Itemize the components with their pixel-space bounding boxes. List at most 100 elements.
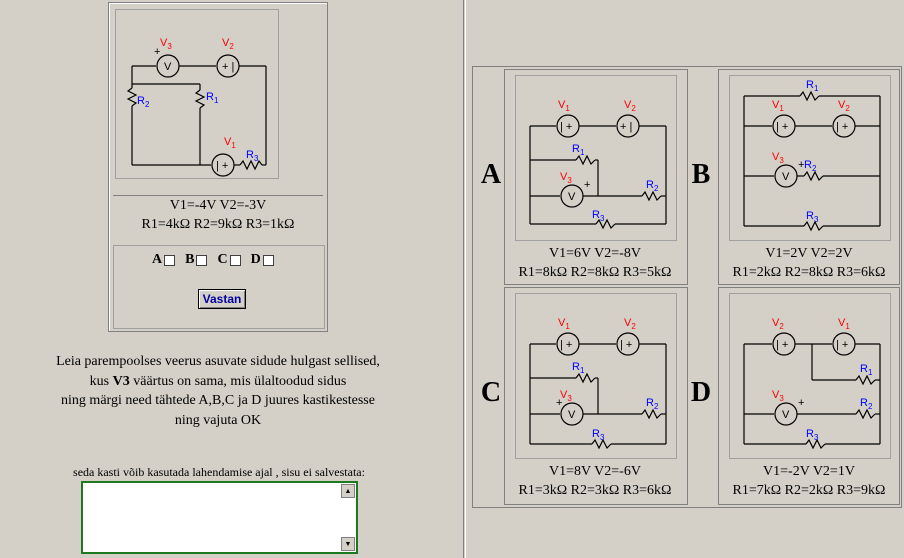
option-a-letter: A — [480, 159, 502, 190]
svg-text:| +: | + — [836, 339, 848, 351]
svg-text:V1: V1 — [838, 317, 850, 331]
svg-text:V: V — [568, 409, 576, 421]
svg-text:R2: R2 — [137, 95, 150, 109]
svg-text:+: + — [556, 397, 562, 409]
svg-text:| +: | + — [776, 339, 788, 351]
svg-text:V: V — [782, 409, 790, 421]
question-values: V1=-4V V2=-3V R1=4kΩ R2=9kΩ R3=1kΩ — [113, 195, 323, 242]
svg-text:V: V — [568, 191, 576, 203]
option-b-line1: V1=2V V2=2V — [765, 246, 853, 261]
option-d-line2: R1=7kΩ R2=2kΩ R3=9kΩ — [732, 483, 886, 498]
question-values-line2: R1=4kΩ R2=9kΩ R3=1kΩ — [141, 217, 295, 232]
svg-text:+: + — [798, 159, 804, 171]
svg-text:R3: R3 — [806, 428, 819, 442]
svg-text:V3: V3 — [560, 171, 572, 185]
choice-d[interactable]: D — [251, 252, 274, 268]
svg-text:V2: V2 — [838, 99, 850, 113]
svg-text:R1: R1 — [206, 91, 219, 105]
svg-text:V3: V3 — [560, 389, 572, 403]
choice-b[interactable]: B — [185, 252, 208, 268]
svg-text:| +: | + — [560, 121, 572, 133]
instructions-line3: ning märgi need tähtede A,B,C ja D juure… — [61, 393, 375, 408]
question-circuit-image: V + | | + + V3 V2 V1 R2 R1 R3 — [115, 9, 279, 179]
svg-text:V1: V1 — [772, 99, 784, 113]
svg-text:R2: R2 — [646, 179, 659, 193]
option-d-line1: V1=-2V V2=1V — [763, 464, 855, 479]
svg-text:R1: R1 — [860, 363, 873, 377]
svg-text:V2: V2 — [624, 99, 636, 113]
choice-c[interactable]: C — [217, 252, 241, 268]
svg-text:R3: R3 — [806, 210, 819, 224]
submit-button[interactable]: Vastan — [198, 289, 246, 309]
option-a-values: V1=6V V2=-8V R1=8kΩ R2=8kΩ R3=5kΩ — [505, 244, 685, 282]
choice-c-checkbox[interactable] — [229, 254, 241, 266]
option-b-values: V1=2V V2=2V R1=2kΩ R2=8kΩ R3=6kΩ — [719, 244, 899, 282]
option-c-line2: R1=3kΩ R2=3kΩ R3=6kΩ — [518, 483, 672, 498]
option-b-letter: B — [691, 159, 711, 190]
svg-text:+ |: + | — [620, 121, 632, 133]
scroll-down-button[interactable]: ▼ — [341, 537, 355, 551]
notes-hint: seda kasti võib kasutada lahendamise aja… — [73, 465, 365, 479]
frame-divider-highlight — [465, 0, 466, 558]
choice-a-checkbox[interactable] — [164, 254, 176, 266]
choice-a-label: A — [152, 252, 163, 267]
svg-text:V: V — [164, 61, 172, 73]
option-a-line1: V1=6V V2=-8V — [549, 246, 641, 261]
svg-text:V2: V2 — [772, 317, 784, 331]
option-c-values: V1=8V V2=-6V R1=3kΩ R2=3kΩ R3=6kΩ — [505, 462, 685, 500]
option-a-line2: R1=8kΩ R2=8kΩ R3=5kΩ — [518, 265, 672, 280]
option-c-letter: C — [480, 377, 502, 408]
svg-text:| +: | + — [836, 121, 848, 133]
notes-textarea[interactable]: ▲ ▼ — [81, 481, 358, 554]
svg-text:+: + — [154, 46, 160, 58]
svg-text:V: V — [782, 171, 790, 183]
svg-text:V2: V2 — [624, 317, 636, 331]
svg-text:R1: R1 — [572, 143, 585, 157]
answer-choices: A B C D — [152, 252, 274, 268]
instructions-line4: ning vajuta OK — [174, 412, 262, 428]
choice-b-label: B — [185, 252, 195, 267]
choice-a[interactable]: A — [152, 252, 176, 268]
svg-text:R1: R1 — [572, 361, 585, 375]
svg-text:+: + — [798, 397, 804, 409]
choice-d-checkbox[interactable] — [262, 254, 274, 266]
svg-text:V3: V3 — [160, 37, 172, 51]
svg-text:R2: R2 — [646, 397, 659, 411]
svg-text:V1: V1 — [224, 136, 236, 150]
svg-text:| +: | + — [560, 339, 572, 351]
svg-text:R3: R3 — [246, 149, 259, 163]
svg-text:| +: | + — [776, 121, 788, 133]
question-panel: V + | | + + V3 V2 V1 R2 R1 R3 V1=-4V V2=… — [108, 2, 328, 332]
option-c-line1: V1=8V V2=-6V — [549, 464, 641, 479]
option-b-line2: R1=2kΩ R2=8kΩ R3=6kΩ — [732, 265, 886, 280]
question-values-line1: V1=-4V V2=-3V — [169, 198, 267, 213]
option-d-letter: D — [690, 377, 712, 408]
svg-text:| +: | + — [216, 160, 228, 172]
frame-divider — [463, 0, 464, 558]
choice-d-label: D — [250, 252, 261, 267]
svg-text:+: + — [584, 179, 590, 191]
svg-text:| +: | + — [620, 339, 632, 351]
svg-text:R3: R3 — [592, 209, 605, 223]
svg-text:+ |: + | — [222, 61, 234, 73]
choice-b-checkbox[interactable] — [196, 254, 208, 266]
svg-text:V2: V2 — [222, 37, 234, 51]
instructions-line2: kus V3 väärtus on sama, mis ülaltoodud s… — [89, 373, 347, 389]
svg-text:V1: V1 — [558, 317, 570, 331]
scroll-up-button[interactable]: ▲ — [341, 484, 355, 498]
svg-text:V1: V1 — [558, 99, 570, 113]
choice-c-label: C — [217, 252, 228, 267]
option-d-values: V1=-2V V2=1V R1=7kΩ R2=2kΩ R3=9kΩ — [719, 462, 899, 500]
svg-text:R3: R3 — [592, 428, 605, 442]
svg-text:R2: R2 — [804, 159, 817, 173]
svg-text:R2: R2 — [860, 397, 873, 411]
